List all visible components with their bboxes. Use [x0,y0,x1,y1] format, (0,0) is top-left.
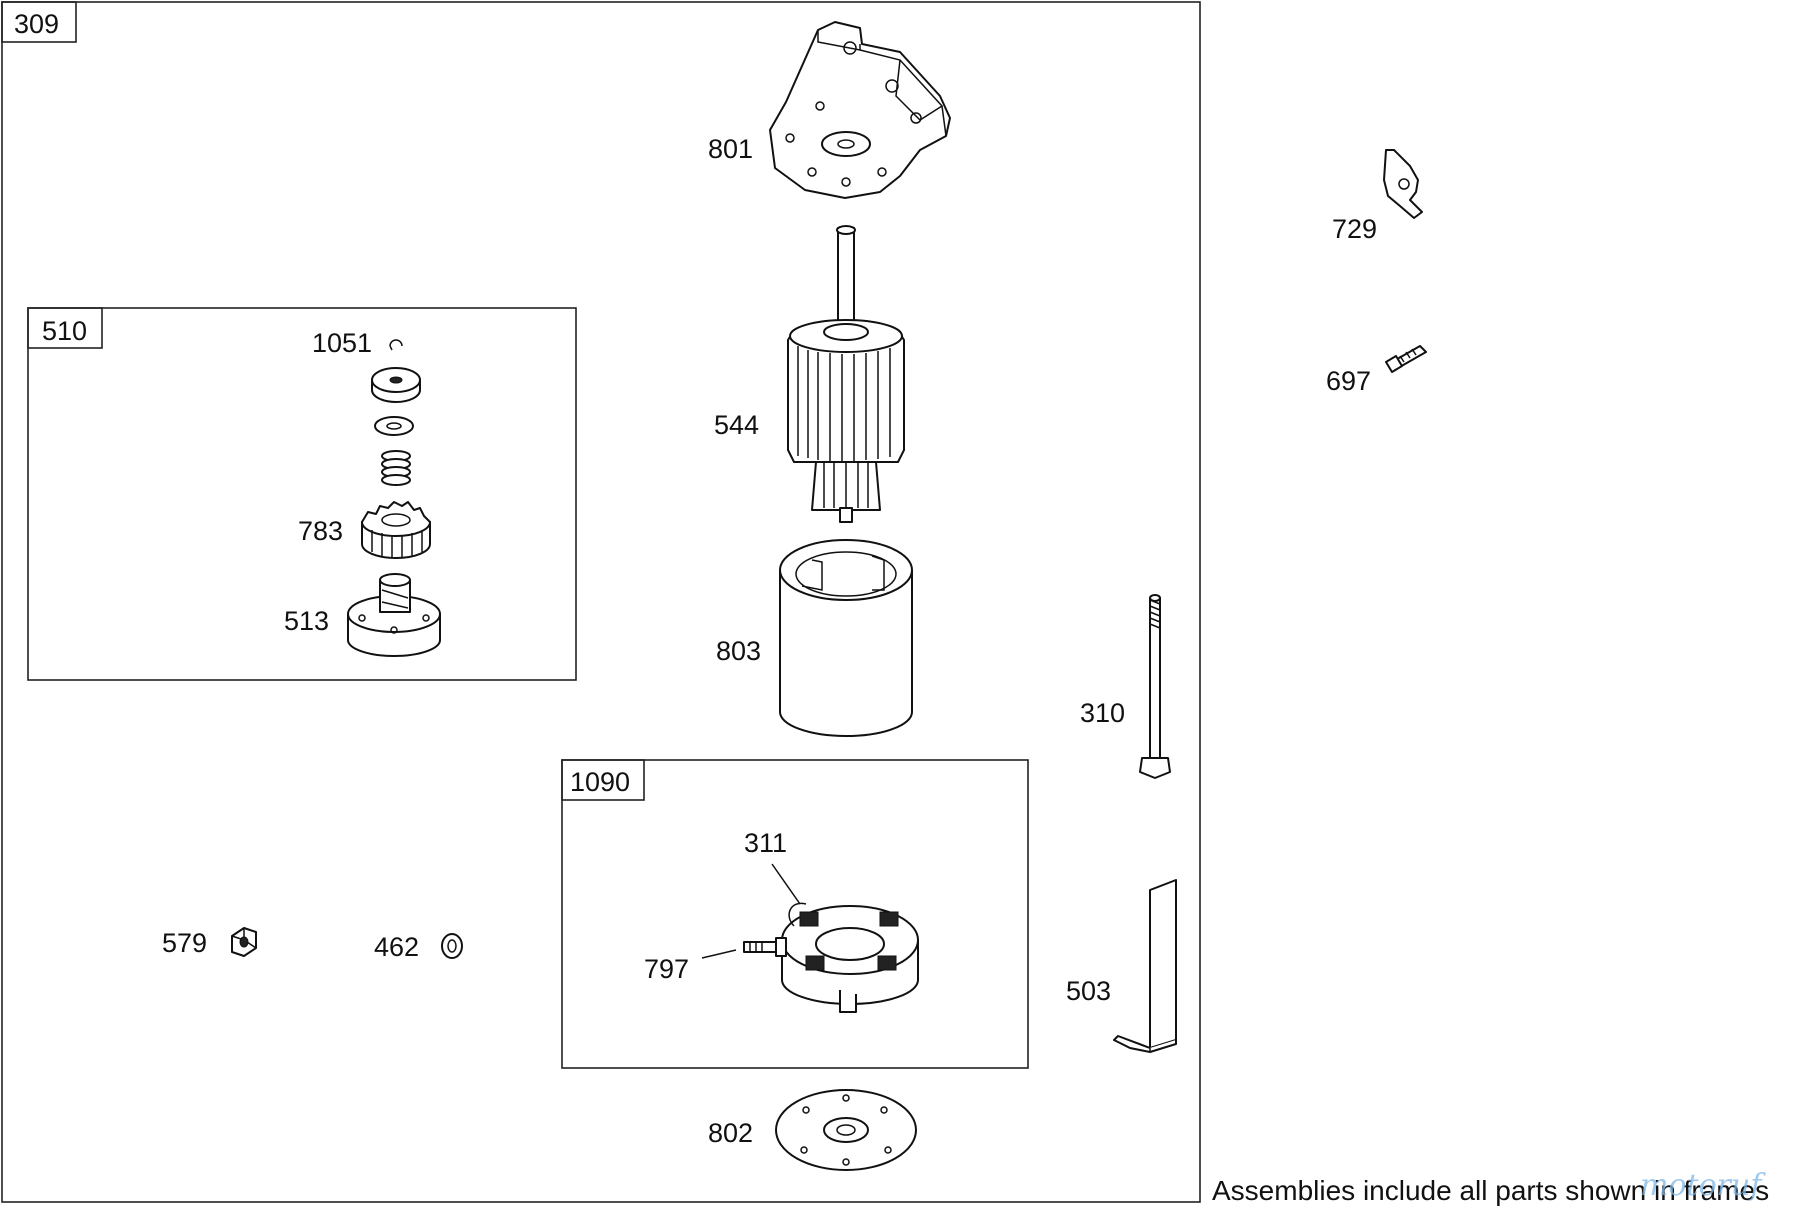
nut-579-drawing [231,927,257,957]
pinion-gear-783-drawing [361,501,431,559]
callout-729: 729 [1332,214,1377,244]
callout-513: 513 [284,606,329,636]
brush-holder-311-drawing [781,902,919,1013]
callout-801: 801 [708,134,753,164]
washer-462-drawing [441,933,463,959]
leader-797 [701,949,737,959]
callout-544: 544 [714,410,759,440]
terminal-797-drawing [743,937,787,957]
callout-783: 783 [298,516,343,546]
pinion-cap-drawing [371,367,421,403]
callout-503: 503 [1066,976,1111,1006]
bolt-310-drawing [1139,594,1171,779]
footer-note: Assemblies include all parts shown in fr… [1212,1175,1770,1206]
callout-697: 697 [1326,366,1371,396]
frame-label-510: 510 [42,316,87,346]
spring-drawing [381,450,411,486]
clip-729-drawing [1383,149,1423,219]
callout-797: 797 [644,954,689,984]
washer-drawing [374,416,414,436]
callout-311: 311 [744,828,787,858]
callout-462: 462 [374,932,419,962]
armature-544-drawing [787,225,905,523]
plate-503-drawing [1113,879,1177,1053]
screw-697-drawing [1385,345,1427,373]
frame-1090: 1090 [561,759,1029,1069]
leader-311 [771,863,801,905]
bracket-801-drawing [769,21,951,199]
callout-310: 310 [1080,698,1125,728]
frame-309: 309 [1,1,1201,1203]
drive-513-drawing [347,573,441,657]
callout-1051: 1051 [312,328,372,358]
watermark: motoruf [1640,1168,1762,1203]
callout-579: 579 [162,928,207,958]
housing-803-drawing [779,539,913,737]
frame-label-309: 309 [14,9,59,39]
callout-803: 803 [716,636,761,666]
frame-label-1090: 1090 [570,767,630,797]
end-plate-802-drawing [775,1089,917,1171]
frame-510: 510 [27,307,577,681]
retainer-1051-drawing [389,339,403,351]
callout-802: 802 [708,1118,753,1148]
